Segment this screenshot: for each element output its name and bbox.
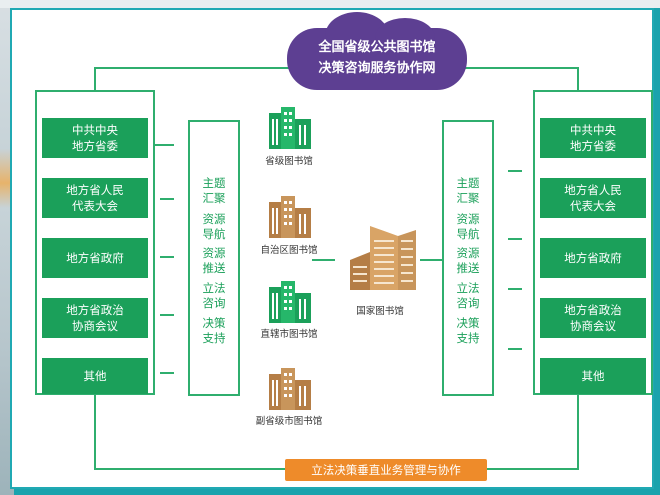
left-service-resource-navigation: 资源 导航 [202, 212, 226, 241]
green-building-icon [269, 281, 311, 323]
right-item-government: 地方省政府 [540, 238, 646, 278]
right-connector-dash [508, 238, 522, 240]
library-label-municipality: 直辖市图书馆 [260, 329, 318, 340]
right-service-decision-support: 决策 支持 [456, 316, 480, 345]
left-service-legislative-consulting: 立法 咨询 [202, 281, 226, 310]
left-item-other: 其他 [42, 358, 148, 394]
green-building-icon [269, 107, 311, 149]
left-item-political-consultative: 地方省政治 协商会议 [42, 298, 148, 338]
right-connector-dash [508, 170, 522, 172]
left-item-government: 地方省政府 [42, 238, 148, 278]
left-connector-dash [160, 372, 174, 374]
left-service-topic-aggregation: 主题 汇聚 [202, 176, 226, 205]
left-service-decision-support: 决策 支持 [202, 316, 226, 345]
right-service-resource-push: 资源 推送 [456, 246, 480, 275]
library-label-autonomous-region: 自治区图书馆 [260, 245, 318, 256]
right-item-other: 其他 [540, 358, 646, 394]
right-connector-dash [508, 348, 522, 350]
bottom-collaboration-bar: 立法决策垂直业务管理与协作 [285, 459, 487, 481]
right-item-political-consultative: 地方省政治 协商会议 [540, 298, 646, 338]
left-services-box [188, 120, 240, 396]
national-library-label: 国家图书馆 [356, 306, 404, 317]
tan-building-icon [269, 196, 311, 238]
left-connector-dash [160, 198, 174, 200]
library-label-sub-provincial-city: 副省级市图书馆 [255, 416, 323, 427]
right-connector-dash [508, 288, 522, 290]
library-label-provincial: 省级图书馆 [265, 156, 313, 167]
cloud-title-line2: 决策咨询服务协作网 [318, 61, 436, 76]
cloud-shape [287, 12, 467, 90]
national-library-building-icon [350, 226, 416, 290]
right-service-topic-aggregation: 主题 汇聚 [456, 176, 480, 205]
tan-building-icon [269, 368, 311, 410]
left-item-peoples-congress: 地方省人民 代表大会 [42, 178, 148, 218]
right-item-party-committee: 中共中央 地方省委 [540, 118, 646, 158]
right-item-peoples-congress: 地方省人民 代表大会 [540, 178, 646, 218]
right-services-box [442, 120, 494, 396]
cloud-title-line1: 全国省级公共图书馆 [318, 40, 436, 55]
left-connector-dash [160, 256, 174, 258]
right-service-legislative-consulting: 立法 咨询 [456, 281, 480, 310]
cloud-title: 全国省级公共图书馆 决策咨询服务协作网 [287, 37, 467, 79]
left-connector-dash [160, 144, 174, 146]
left-connector-dash [160, 314, 174, 316]
right-service-resource-navigation: 资源 导航 [456, 212, 480, 241]
background-top-strip [0, 0, 660, 8]
left-service-resource-push: 资源 推送 [202, 246, 226, 275]
left-item-party-committee: 中共中央 地方省委 [42, 118, 148, 158]
